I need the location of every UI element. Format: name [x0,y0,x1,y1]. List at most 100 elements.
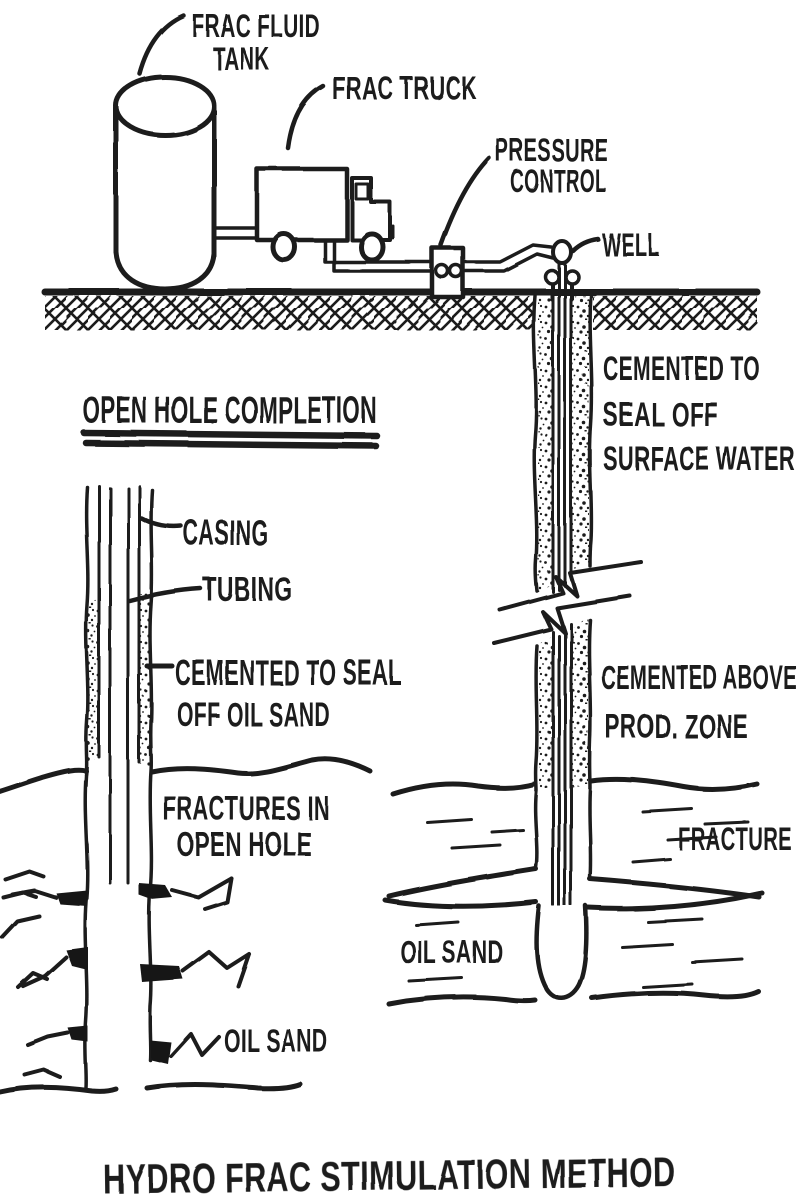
casing-leader-line [138,515,184,529]
frac-fluid-tank [113,74,217,292]
strata-dash [641,982,694,989]
pressure-label-line1: PRESSURE [495,132,608,168]
tank-leader-line [137,13,187,77]
wall-upper-left [532,294,539,593]
tubing-label: TUBING [203,571,293,609]
pressure-well-pipe [461,243,555,273]
truck-rear-wheel [270,231,298,263]
truck-window [354,182,370,201]
strata-dash [490,828,525,834]
casing-string-upper [551,282,573,594]
break-line-upper [498,560,643,612]
pressure-valve-right [448,263,464,279]
strata-dash [620,942,674,949]
open-hole-bulb [534,903,590,1001]
wall-upper-right [588,294,594,568]
cement-label-line1: CEMENTED TO SEAL [175,652,402,693]
tubing-pipe [108,486,130,885]
truck-pressure-pipe [323,238,434,273]
pressure-label-line2: CONTROL [510,163,607,199]
fracture-wedge [66,947,88,970]
fractures-open-hole [0,869,251,1079]
casing-string-lower [551,622,573,907]
truck-label: FRAC TRUCK [332,70,477,106]
oil-sand-label-left: OIL SAND [224,1023,328,1059]
oil-sand-leader-line [169,1032,221,1058]
fracture-wedge [56,890,87,906]
wellhead-side-valve-left [543,268,561,286]
truck-body [254,166,350,243]
pressure-valve-left [434,263,450,279]
tubing-leader-line [127,586,204,604]
break-line-lower [492,594,632,645]
cement-upper-right [572,296,589,570]
formation-bottom-left [386,994,538,1007]
fracture-wing-right-bottom [585,890,765,912]
oil-sand-bottom-right [144,1081,303,1091]
pressure-leader-line [438,155,492,248]
cement-annulus-right [139,591,151,768]
fracture-crack [3,869,45,881]
wall-lower-left [533,644,539,870]
fracture-crack [21,955,68,988]
cement-surface-label-line3: SURFACE WATER [603,440,795,478]
surface-equipment: FRAC FLUID TANK FRAC TRUCK PRESSURE CONT… [113,8,660,302]
cement-lower-right [572,616,588,787]
strata-dash [631,857,672,864]
wellhead-side-valve-right [563,268,581,286]
cement-prod-label-line1: CEMENTED ABOVE [601,659,797,697]
figure-title-group: HYDRO FRAC STIMULATION METHOD [103,1149,677,1202]
strata-dash [646,917,704,924]
cement-annulus-left [87,599,99,763]
wall-lower-right [587,618,593,880]
borehole-wall-left [83,485,90,1090]
cased-well-diagram: CEMENTED TO SEAL OFF SURFACE WATER CEMEN… [382,261,797,1007]
fracture-crack [181,950,251,988]
fracture-label: FRACTURE [678,821,792,857]
ground-surface [41,288,761,332]
formation-top-right [588,776,760,793]
open-hole-diagram: OPEN HOLE COMPLETION [0,390,402,1095]
wellhead-master-valve [551,239,573,265]
fracture-wing-left-top [386,866,539,899]
fracture-wing-left-bottom [382,897,539,909]
tank-label-line1: FRAC FLUID [192,8,320,44]
hydraulic-fracture [382,866,765,912]
formation-top-left [390,781,537,797]
well-leader-line [570,236,601,254]
cement-lower-left [539,636,552,789]
fracture-wedge [139,883,172,899]
fracture-crack [23,1068,62,1079]
strata-dash [407,976,464,983]
casing-label: CASING [183,512,268,553]
strata-dash [703,820,750,826]
tank-top [113,74,217,138]
fracture-wing-right-top [587,876,762,900]
fracture-wedge [68,1026,88,1042]
strata-dash [690,957,744,964]
figure-title: HYDRO FRAC STIMULATION METHOD [103,1149,677,1202]
ground-hatch-band [45,296,757,330]
oil-sand-top-left [0,767,89,795]
heading-underline [80,429,381,450]
fractures-label-line2: OPEN HOLE [177,826,312,864]
strata-dash [414,920,460,927]
strata-dash [641,807,694,814]
strata-dash [425,817,473,824]
oil-sand-top-right [149,756,373,777]
frac-truck [254,166,395,263]
tubing-string-upper [557,261,567,592]
fracture-wedge [140,964,183,982]
truck-leader-line [285,83,326,151]
strata-dash [666,835,718,842]
strata-dashes [407,807,750,989]
tubing-string-lower [557,630,567,959]
casing-pipe [97,484,141,764]
tank-label-line2: TANK [213,41,270,77]
fracture-crack [26,1031,70,1047]
formation-bottom-right [589,988,761,1001]
fractures-label-line1: FRACTURES IN [163,790,330,828]
fracture-crack [0,914,41,939]
strata-dash [450,843,502,850]
